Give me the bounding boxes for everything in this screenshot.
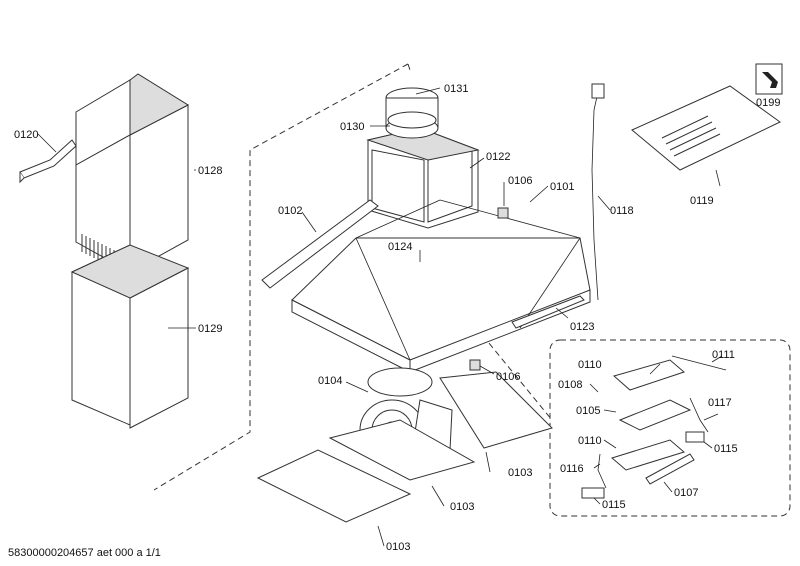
dashed-boundary-left bbox=[153, 63, 409, 491]
leader-lines bbox=[37, 87, 723, 547]
motor-housing bbox=[366, 87, 480, 229]
label-0105: 0105 bbox=[576, 405, 600, 417]
label-0119: 0119 bbox=[690, 195, 714, 207]
label-0108: 0108 bbox=[558, 379, 582, 391]
label-0123: 0123 bbox=[570, 321, 594, 333]
label-0122: 0122 bbox=[486, 151, 510, 163]
label-0104: 0104 bbox=[318, 375, 342, 387]
side-trim bbox=[261, 199, 379, 289]
label-0106-upper: 0106 bbox=[508, 175, 532, 187]
label-0115-right: 0115 bbox=[714, 443, 738, 455]
label-0115-bottom: 0115 bbox=[602, 499, 626, 511]
label-0130: 0130 bbox=[340, 121, 364, 133]
label-0128: 0128 bbox=[198, 165, 222, 177]
clip-lower bbox=[469, 359, 481, 371]
label-0106-lower: 0106 bbox=[496, 371, 520, 383]
chimney-lower bbox=[70, 244, 190, 429]
document-footer: 58300000204657 aet 000 a 1/1 bbox=[8, 547, 161, 559]
tool-icon bbox=[755, 63, 783, 95]
label-0103-right: 0103 bbox=[508, 467, 532, 479]
label-0102: 0102 bbox=[278, 205, 302, 217]
power-cord bbox=[591, 91, 599, 301]
rear-rail bbox=[511, 295, 585, 329]
grease-filters bbox=[256, 371, 553, 523]
label-0129: 0129 bbox=[198, 323, 222, 335]
clip-upper bbox=[497, 207, 509, 219]
label-0199: 0199 bbox=[756, 97, 780, 109]
label-0107: 0107 bbox=[674, 487, 698, 499]
label-0110-top: 0110 bbox=[578, 359, 602, 371]
label-0120: 0120 bbox=[14, 129, 38, 141]
label-0103-mid: 0103 bbox=[450, 501, 474, 513]
accessory-bag bbox=[631, 85, 781, 171]
label-0101: 0101 bbox=[550, 181, 574, 193]
label-0117: 0117 bbox=[708, 397, 732, 409]
label-0111: 0111 bbox=[712, 349, 735, 361]
label-0103-bottom: 0103 bbox=[386, 541, 410, 553]
wall-bracket bbox=[19, 139, 77, 184]
label-0131: 0131 bbox=[444, 83, 468, 95]
chimney-upper bbox=[75, 73, 190, 273]
label-0118: 0118 bbox=[610, 205, 634, 217]
label-0110-bottom: 0110 bbox=[578, 435, 602, 447]
mains-plug bbox=[591, 83, 605, 99]
label-0124: 0124 bbox=[388, 241, 412, 253]
dashed-boundary-top bbox=[407, 63, 411, 71]
label-0116: 0116 bbox=[560, 463, 584, 475]
electronics-parts bbox=[581, 355, 727, 499]
